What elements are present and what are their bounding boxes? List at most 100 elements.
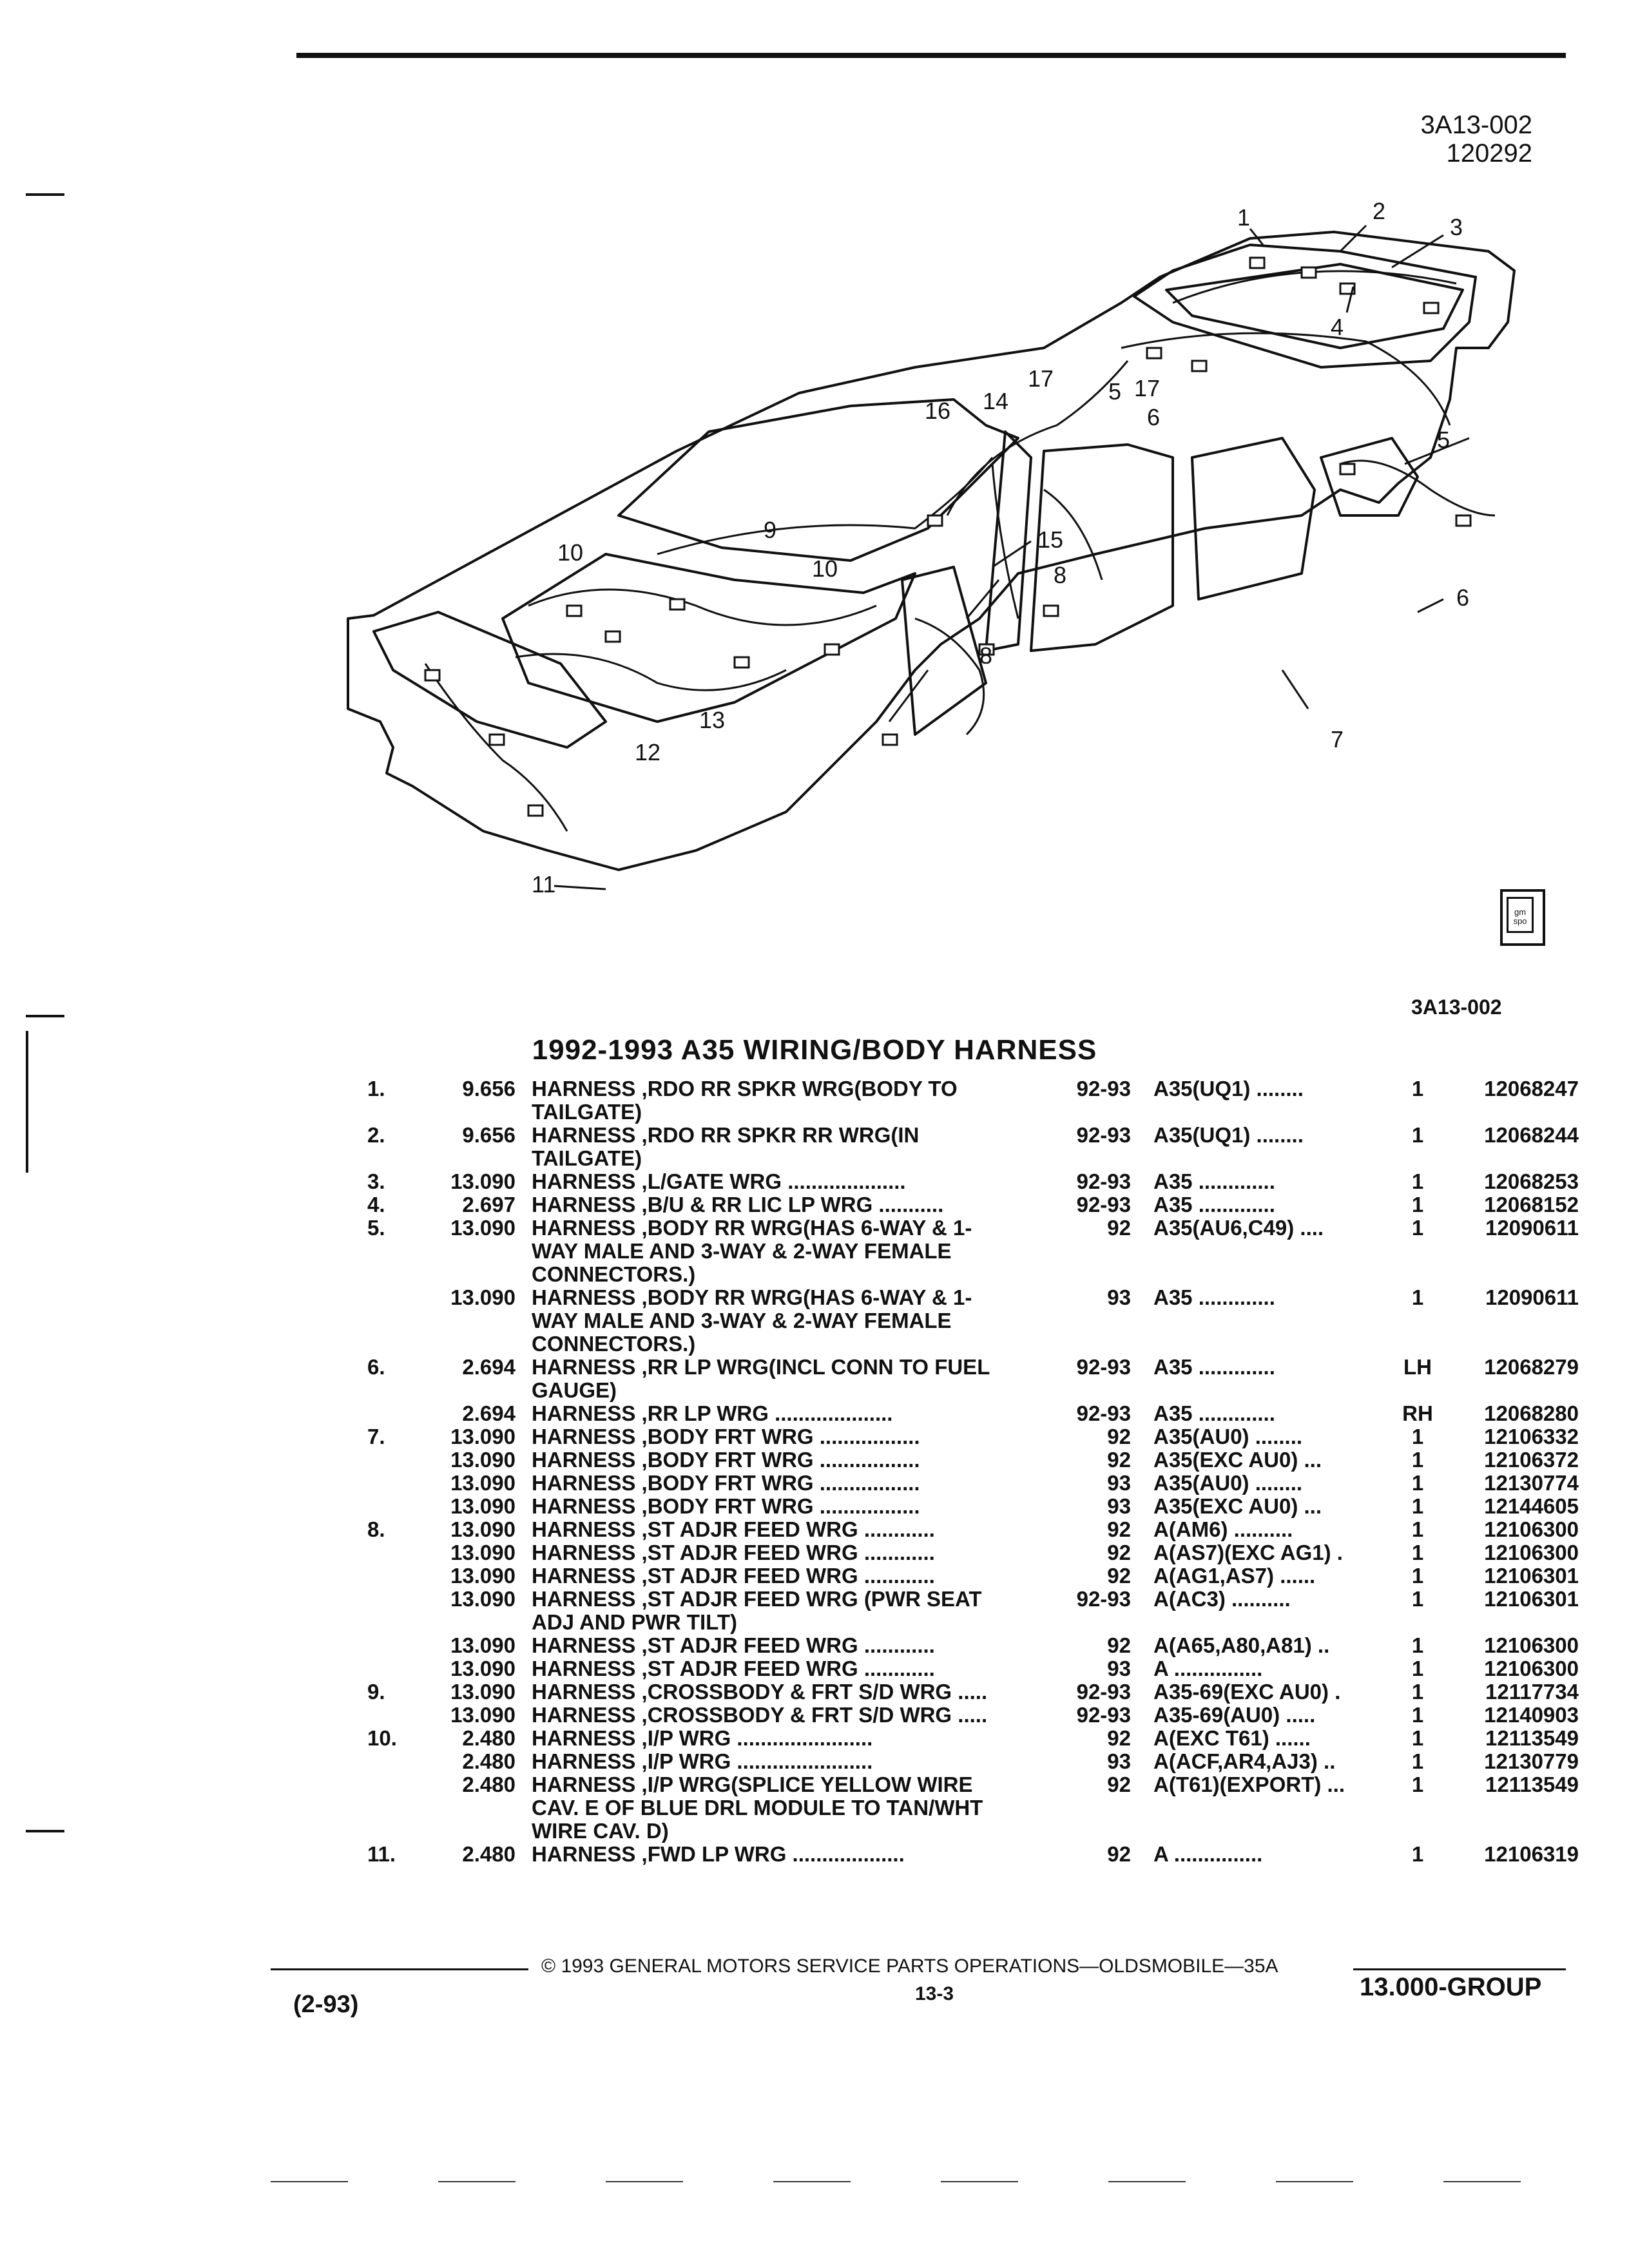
item-price: 13.090 xyxy=(450,1494,516,1518)
callout-number: 13 xyxy=(699,707,725,733)
group-number: 13.000-GROUP xyxy=(1360,1973,1542,2001)
item-quantity: 1 xyxy=(1411,1587,1424,1611)
item-price: 13.090 xyxy=(450,1657,516,1680)
parts-row: CONNECTORS.) xyxy=(335,1263,1572,1286)
item-price: 2.480 xyxy=(462,1842,516,1866)
item-quantity: 1 xyxy=(1411,1169,1424,1193)
item-model: A35-69(AU0) ..... xyxy=(1153,1703,1316,1727)
drawing-date: 120292 xyxy=(1446,139,1532,168)
item-description: HARNESS ,ST ADJR FEED WRG ............ xyxy=(532,1564,935,1588)
item-description: TAILGATE) xyxy=(532,1100,642,1124)
item-model: A35 ............. xyxy=(1153,1401,1275,1425)
item-price: 2.480 xyxy=(462,1749,516,1773)
item-model: A(AS7)(EXC AG1) . xyxy=(1153,1541,1343,1564)
item-description: HARNESS ,ST ADJR FEED WRG ............ xyxy=(532,1517,935,1541)
item-price: 13.090 xyxy=(450,1587,516,1611)
footer-rule-left xyxy=(271,1968,528,1970)
callout-number: 10 xyxy=(557,539,583,566)
item-model: A35(UQ1) ........ xyxy=(1153,1077,1304,1100)
item-model: A(A65,A80,A81) .. xyxy=(1153,1633,1330,1657)
item-years: 92-93 xyxy=(1076,1123,1131,1147)
item-model: A35-69(EXC AU0) . xyxy=(1153,1680,1341,1704)
item-description: CONNECTORS.) xyxy=(532,1332,696,1356)
margin-mark xyxy=(26,193,64,196)
parts-row: 11. 2.480 HARNESS ,FWD LP WRG ............… xyxy=(335,1842,1579,1866)
wiring-harness-diagram: 1 2 3 4 5 17 6 14 17 16 5 9 10 15 8 10 6… xyxy=(347,198,1516,898)
parts-row: WIRE CAV. D) xyxy=(335,1820,1572,1843)
item-years: 92 xyxy=(1107,1633,1131,1657)
item-price: 13.090 xyxy=(450,1285,516,1309)
item-part-number: 12130779 xyxy=(1484,1749,1579,1773)
item-description: WAY MALE AND 3-WAY & 2-WAY FEMALE xyxy=(532,1239,952,1263)
item-description: HARNESS ,CROSSBODY & FRT S/D WRG ..... xyxy=(532,1703,988,1727)
item-years: 93 xyxy=(1107,1657,1131,1680)
item-description: CAV. E OF BLUE DRL MODULE TO TAN/WHT xyxy=(532,1796,983,1820)
callout-number: 6 xyxy=(1456,584,1469,611)
callout-number: 11 xyxy=(532,871,555,898)
page-title: 1992-1993 A35 WIRING/BODY HARNESS xyxy=(532,1034,1097,1066)
item-part-number: 12106301 xyxy=(1484,1587,1579,1611)
item-model: A(AC3) .......... xyxy=(1153,1587,1291,1611)
item-description: HARNESS ,BODY FRT WRG ................. xyxy=(532,1448,920,1472)
item-quantity: 1 xyxy=(1411,1703,1424,1727)
item-quantity: 1 xyxy=(1411,1773,1424,1796)
item-quantity: 1 xyxy=(1411,1726,1424,1750)
callout-number: 16 xyxy=(925,398,950,424)
parts-row: 13.090 HARNESS ,BODY FRT WRG ............… xyxy=(335,1448,1579,1472)
item-price: 2.694 xyxy=(462,1401,516,1425)
item-description: HARNESS ,ST ADJR FEED WRG (PWR SEAT xyxy=(532,1587,982,1611)
item-price: 13.090 xyxy=(450,1517,516,1541)
item-price: 13.090 xyxy=(450,1703,516,1727)
item-part-number: 12106332 xyxy=(1484,1425,1579,1448)
callout-number: 2 xyxy=(1373,198,1385,224)
item-years: 92 xyxy=(1107,1517,1131,1541)
item-description: HARNESS ,ST ADJR FEED WRG ............ xyxy=(532,1633,935,1657)
parts-row: WAY MALE AND 3-WAY & 2-WAY FEMALE xyxy=(335,1240,1572,1263)
item-description: HARNESS ,FWD LP WRG ................... xyxy=(532,1842,905,1866)
item-years: 92 xyxy=(1107,1842,1131,1866)
parts-row: ADJ AND PWR TILT) xyxy=(335,1611,1572,1634)
footer-rule-right xyxy=(1353,1968,1566,1970)
item-description: HARNESS ,I/P WRG(SPLICE YELLOW WIRE xyxy=(532,1773,973,1796)
gm-spo-logo: gm spo xyxy=(1500,889,1545,946)
drawing-code-block: 3A13-002 120292 xyxy=(1421,111,1532,168)
item-description: HARNESS ,BODY RR WRG(HAS 6-WAY & 1- xyxy=(532,1285,972,1309)
item-quantity: 1 xyxy=(1411,1448,1424,1472)
item-years: 93 xyxy=(1107,1494,1131,1518)
item-number: 10. xyxy=(367,1726,397,1750)
item-years: 92 xyxy=(1107,1541,1131,1564)
item-model: A35(UQ1) ........ xyxy=(1153,1123,1304,1147)
item-price: 9.656 xyxy=(462,1123,516,1147)
item-description: HARNESS ,BODY FRT WRG ................. xyxy=(532,1471,920,1495)
item-years: 92-93 xyxy=(1076,1680,1131,1704)
item-part-number: 12106300 xyxy=(1484,1657,1579,1680)
item-part-number: 12090611 xyxy=(1485,1285,1579,1309)
parts-row: GAUGE) xyxy=(335,1379,1572,1402)
item-number: 11. xyxy=(367,1842,396,1866)
item-model: A35(EXC AU0) ... xyxy=(1153,1448,1322,1472)
item-model: A ............... xyxy=(1153,1842,1263,1866)
item-part-number: 12068280 xyxy=(1484,1401,1579,1425)
body-outline xyxy=(347,231,1516,871)
callout-number: 5 xyxy=(1437,427,1450,453)
callout-number: 12 xyxy=(635,739,660,765)
item-quantity: RH xyxy=(1402,1401,1433,1425)
item-years: 92-93 xyxy=(1076,1355,1131,1379)
callout-number: 7 xyxy=(1331,726,1344,753)
item-description: HARNESS ,RR LP WRG(INCL CONN TO FUEL xyxy=(532,1355,990,1379)
item-quantity: 1 xyxy=(1411,1842,1424,1866)
item-model: A(EXC T61) ...... xyxy=(1153,1726,1311,1750)
item-price: 13.090 xyxy=(450,1448,516,1472)
item-years: 92-93 xyxy=(1076,1401,1131,1425)
item-part-number: 12113549 xyxy=(1485,1773,1579,1796)
item-description: HARNESS ,BODY RR WRG(HAS 6-WAY & 1- xyxy=(532,1216,972,1240)
